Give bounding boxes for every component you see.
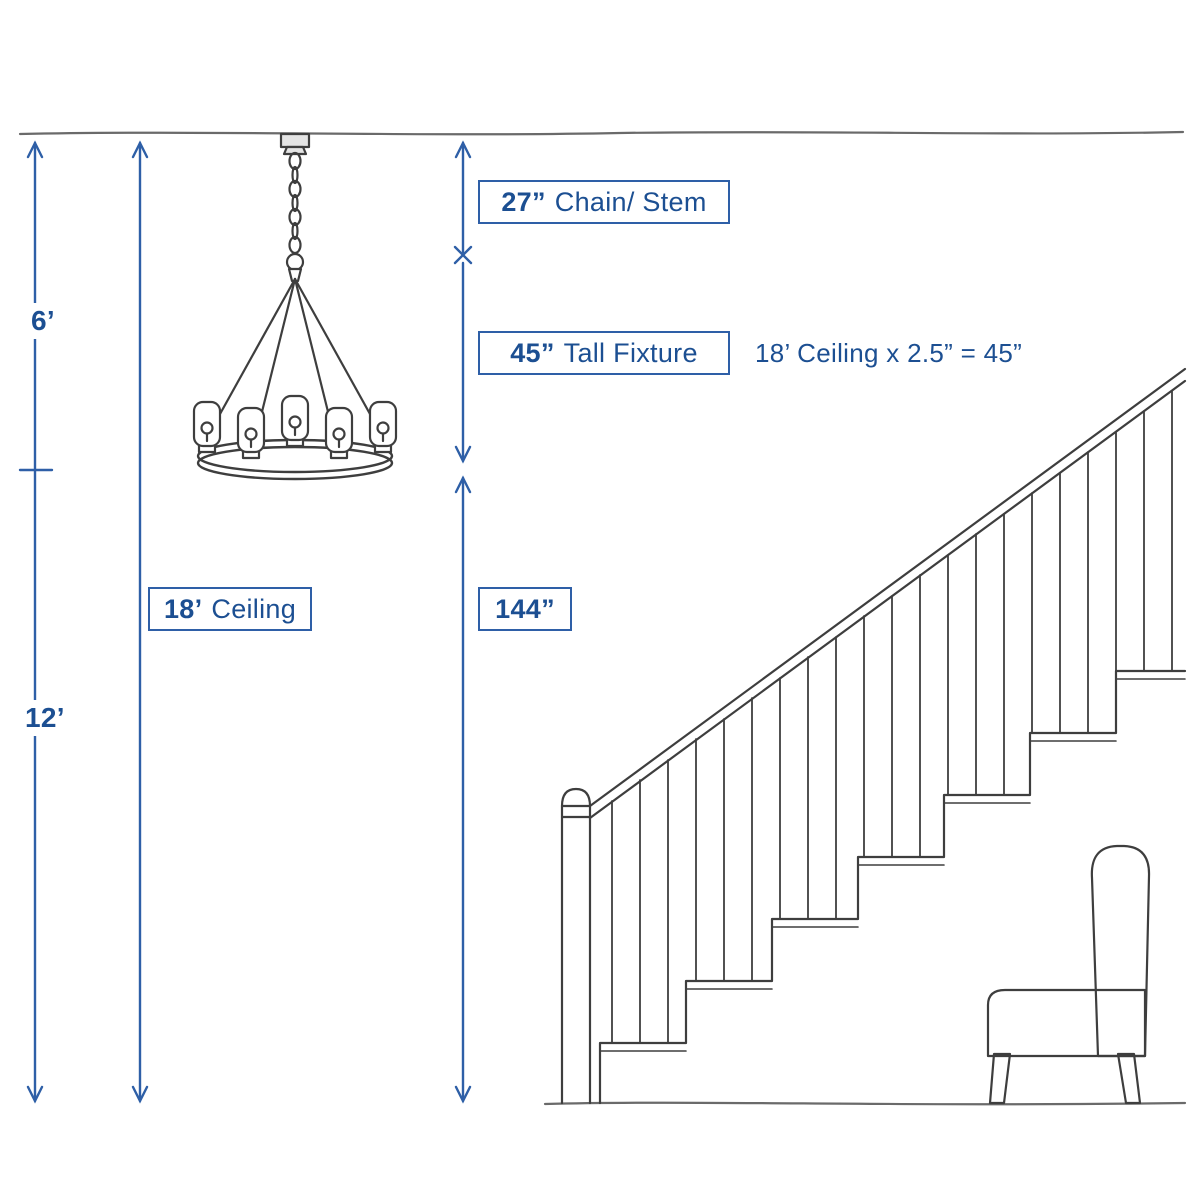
- chandelier-chain: [288, 151, 302, 255]
- chair-rear-leg: [1116, 1052, 1142, 1105]
- height-label-12ft-value: 12’: [25, 702, 65, 733]
- dimension-lines: [18, 140, 473, 1104]
- height-label-6ft-value: 6’: [31, 305, 55, 336]
- dimension-line-left: [18, 140, 54, 1104]
- chair-back: [1090, 844, 1151, 1058]
- floor-to-fixture-value: 144”: [495, 593, 555, 624]
- dimension-line-ceiling: [131, 140, 149, 1104]
- tall-fixture-dimension-box: 45” Tall Fixture: [478, 331, 730, 375]
- chain-length-text: Chain/ Stem: [554, 186, 707, 217]
- ceiling-formula-text: 18’ Ceiling x 2.5” = 45”: [755, 338, 1022, 369]
- dimension-line-right: [453, 140, 473, 1104]
- floor-to-fixture-box: 144”: [478, 587, 572, 631]
- chain-stem-dimension-box: 27” Chain/ Stem: [478, 180, 730, 224]
- chandelier-canopy: [279, 132, 311, 149]
- ceiling-height-box: 18’ Ceiling: [148, 587, 312, 631]
- chair-illustration: [986, 844, 1151, 1105]
- stair-tread-lines: [599, 678, 1186, 1052]
- ceiling-height-value: 18’: [163, 593, 203, 624]
- floor-line: [543, 1101, 1187, 1106]
- chandelier-illustration: [192, 132, 398, 481]
- handrail: [588, 367, 1187, 820]
- ceiling-height-text: Ceiling: [211, 593, 297, 624]
- chair-front-leg: [988, 1052, 1012, 1105]
- ceiling-line: [18, 130, 1185, 136]
- newel-post: [560, 787, 592, 1105]
- ceiling-formula-value: 18’ Ceiling x 2.5” = 45”: [755, 338, 1023, 368]
- balusters: [611, 390, 1173, 1044]
- height-label-6ft: 6’: [26, 303, 60, 339]
- staircase-illustration: [560, 367, 1187, 1105]
- fixture-height-value: 45”: [510, 337, 555, 368]
- fixture-height-text: Tall Fixture: [563, 337, 698, 368]
- chair-seat: [986, 988, 1147, 1058]
- height-label-12ft: 12’: [20, 700, 70, 736]
- chandelier-lights: [192, 394, 398, 460]
- chain-length-value: 27”: [501, 186, 546, 217]
